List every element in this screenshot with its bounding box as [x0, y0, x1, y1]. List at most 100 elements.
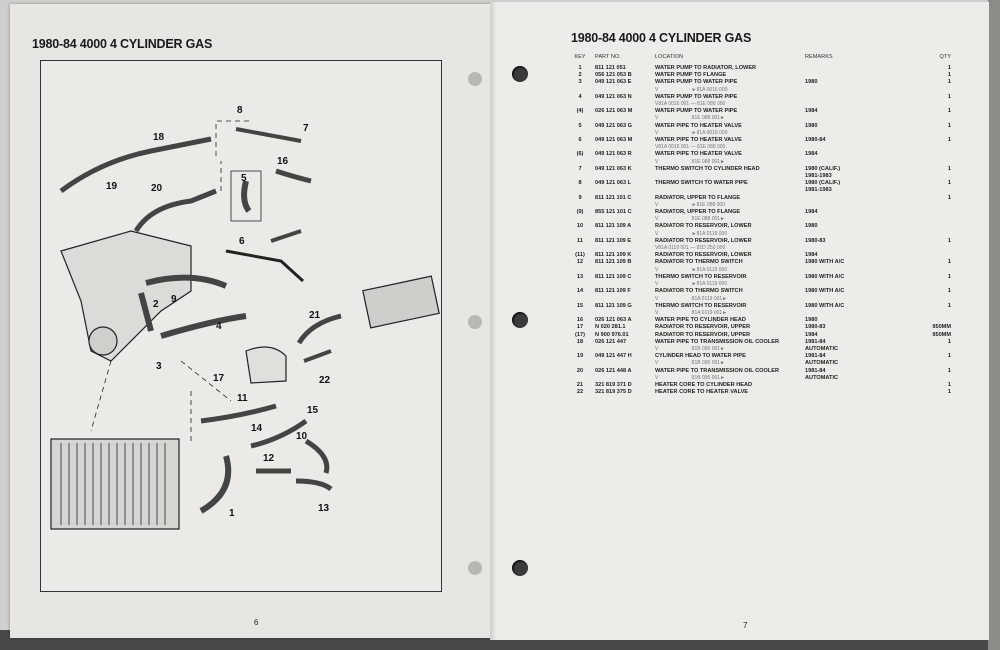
row-part-number: 049 121 063 K	[595, 165, 632, 172]
row-remarks	[805, 195, 925, 202]
callout-number: 9	[171, 294, 177, 305]
row-location: HEATER CORE TO CYLINDER HEAD	[655, 381, 753, 388]
row-qty: 1	[947, 381, 951, 388]
row-qty: 1	[947, 93, 951, 100]
row-remarks-line2	[805, 296, 925, 303]
table-row-continuation: V81A 0119 001 — 81D 250 000	[565, 245, 957, 252]
callout-number: 6	[239, 236, 245, 247]
row-qty: 950MM	[932, 331, 951, 338]
column-qty: QTY	[939, 54, 952, 60]
row-part-number: 811 121 109 B	[595, 259, 632, 266]
row-qty: 1	[947, 353, 951, 360]
row-part-number: N 900 976.01	[595, 331, 629, 338]
callout-number: 20	[151, 183, 163, 194]
row-key: 9	[578, 194, 582, 201]
row-remarks-line2	[805, 115, 925, 122]
binder-hole	[512, 312, 528, 328]
row-remarks	[805, 65, 925, 72]
row-part-number: 321 819 375 D	[595, 389, 632, 396]
row-qty: 1	[947, 122, 951, 129]
row-remarks: 1980 (CALIF.)	[805, 165, 841, 172]
row-location: RADIATOR TO RESERVOIR, UPPER	[655, 324, 751, 331]
row-qty: 950MM	[932, 324, 951, 331]
table-row-continuation: V ►81A 0016 000	[565, 87, 957, 94]
row-location: RADIATOR TO RESERVOIR, LOWER	[655, 252, 752, 259]
row-remarks: 1980	[805, 223, 818, 230]
row-key: 8	[578, 180, 582, 187]
row-remarks	[805, 389, 925, 396]
row-part-number: 049 121 063 G	[595, 122, 633, 129]
row-part-number: 049 121 063 R	[595, 151, 632, 158]
row-remarks-line2: AUTOMATIC	[805, 374, 839, 381]
callout-number: 15	[307, 405, 319, 416]
row-qty: 1	[947, 338, 951, 345]
row-location: WATER PIPE TO HEATER VALVE	[655, 151, 742, 158]
row-qty: 1	[947, 288, 951, 295]
callout-number: 12	[263, 453, 275, 464]
row-location: THERMO SWITCH TO RESERVOIR	[655, 273, 747, 280]
row-remarks: 1984	[805, 209, 818, 216]
row-key: (11)	[575, 252, 585, 259]
row-qty: 1	[947, 180, 951, 187]
row-remarks-line2	[805, 245, 925, 252]
row-key: 21	[576, 381, 584, 388]
row-key: 15	[576, 302, 584, 309]
column-remarks: REMARKS	[805, 54, 833, 60]
row-location: WATER PUMP TO WATER PIPE	[655, 79, 738, 86]
row-location: RADIATOR TO THERMO SWITCH	[655, 288, 743, 295]
binder-hole	[512, 560, 528, 576]
row-key: 2	[578, 72, 582, 79]
row-key: 17	[576, 324, 584, 331]
table-row-continuation: V 81A 0119 001►	[565, 296, 957, 303]
row-remarks: 1981-84	[805, 338, 826, 345]
table-row-continuation: V ►81A 0119 000	[565, 281, 957, 288]
right-page-title: 1980-84 4000 4 CYLINDER GAS	[571, 31, 752, 45]
row-part-number: 026 121 063 M	[595, 108, 633, 115]
row-location: RADIATOR TO RESERVOIR, LOWER	[655, 237, 752, 244]
row-remarks-line2: 1981-1983	[805, 173, 832, 180]
row-serial-note	[655, 187, 805, 194]
row-key: 18	[576, 338, 584, 345]
right-page-number: 7	[743, 621, 748, 630]
row-remarks: 1980-84	[805, 137, 826, 144]
table-row-continuation: V 81B 095 001►AUTOMATIC	[565, 360, 957, 367]
row-remarks: 1980 (CALIF.)	[805, 180, 841, 187]
callout-number: 22	[319, 375, 331, 386]
row-qty: 1	[947, 165, 951, 172]
row-location: RADIATOR TO THERMO SWITCH	[655, 259, 743, 266]
callout-number: 21	[309, 310, 321, 321]
row-key: 19	[576, 353, 584, 360]
binder-hole-shadow	[468, 315, 482, 329]
table-row-continuation: 1981-1983	[565, 187, 957, 194]
callout-number: 5	[241, 173, 247, 184]
row-serial-note: V 81A 0119 001►	[655, 295, 728, 302]
row-remarks: 1984	[805, 252, 818, 259]
callout-number: 14	[251, 423, 263, 434]
row-remarks-line2	[805, 310, 925, 317]
row-location: CYLINDER HEAD TO WATER PIPE	[655, 353, 746, 360]
row-key: 6	[578, 137, 582, 144]
row-remarks: 1980 WITH A/C	[805, 302, 845, 309]
row-location: THERMO SWITCH TO RESERVOIR	[655, 302, 747, 309]
row-key: 10	[576, 223, 584, 230]
row-location: WATER PIPE TO CYLINDER HEAD	[655, 317, 746, 324]
row-qty	[925, 209, 957, 216]
row-part-number: 049 121 447 H	[595, 353, 632, 360]
row-key: (6)	[576, 151, 584, 158]
row-remarks: 1980	[805, 122, 818, 129]
row-qty: 1	[947, 137, 951, 144]
row-remarks-line2	[805, 281, 925, 288]
column-part-no: PART NO.	[595, 54, 621, 60]
row-location: RADIATOR, UPPER TO FLANGE	[655, 209, 741, 216]
row-serial-note: V81A 0016 001 — 81E 088 000	[655, 101, 726, 108]
